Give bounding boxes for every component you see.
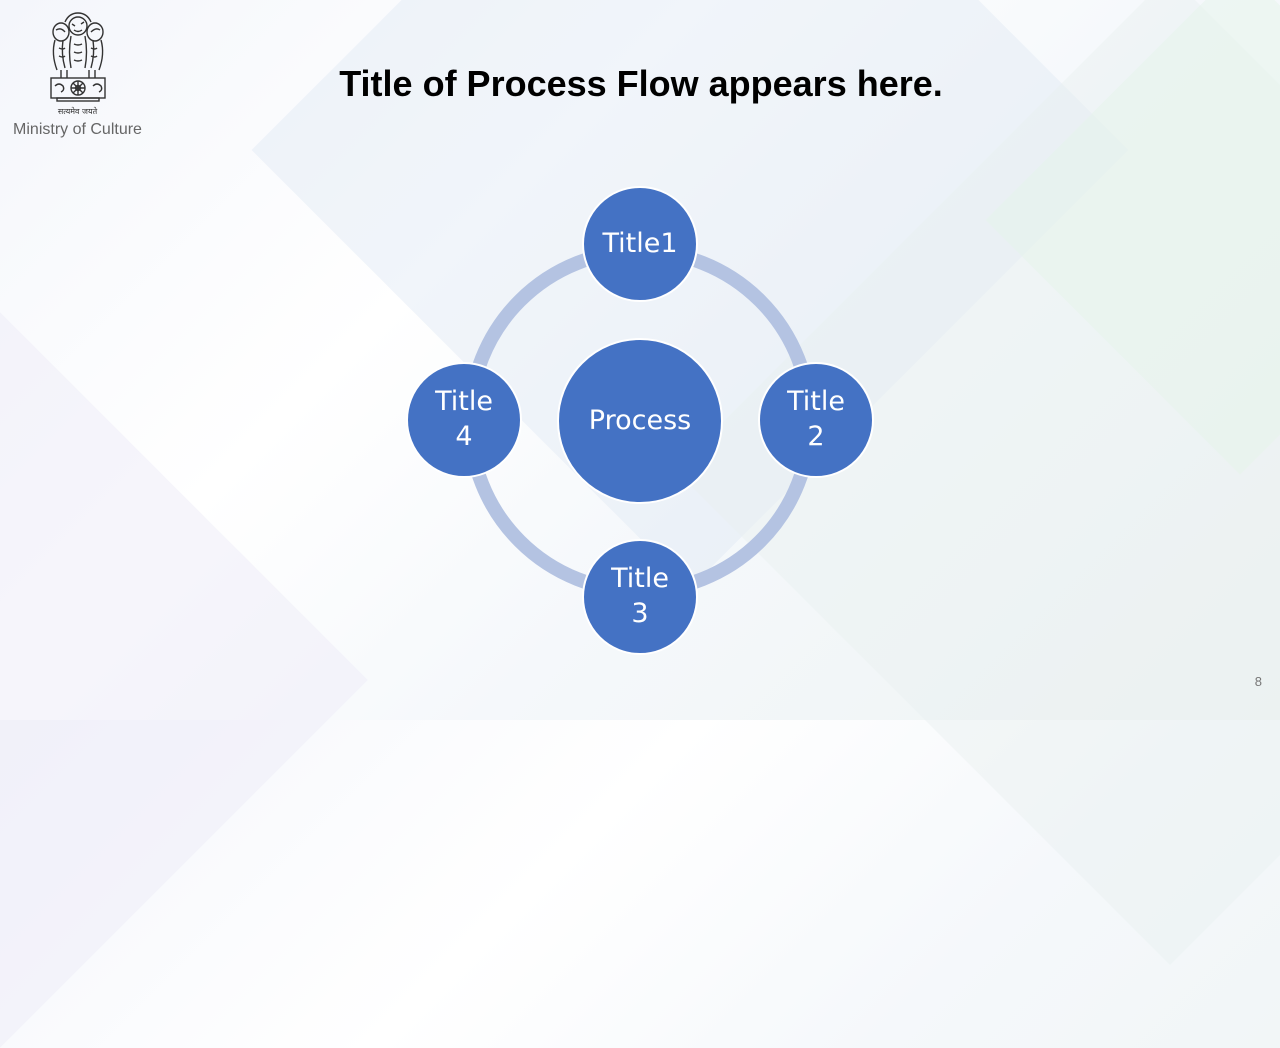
- center-process-node: Process: [557, 338, 723, 504]
- national-emblem-icon: [49, 12, 106, 102]
- cycle-node-title-2: Title 2: [758, 362, 874, 478]
- center-process-label: Process: [588, 404, 692, 436]
- emblem-motto: सत्यमेव जयते: [57, 107, 98, 116]
- cycle-node-label: Title 2: [787, 386, 845, 452]
- cycle-node-title-1: Title1: [582, 186, 698, 302]
- cycle-node-title-3: Title 3: [582, 539, 698, 655]
- cycle-node-label: Title 4: [435, 386, 493, 452]
- page-number: 8: [1254, 674, 1262, 689]
- ministry-name: Ministry of Culture: [13, 121, 142, 138]
- process-flow-diagram: Process Title1 Title 2 Title 3 Title 4: [406, 186, 874, 655]
- ministry-logo: सत्यमेव जयते Ministry of Culture: [0, 8, 155, 139]
- cycle-node-label: Title 3: [611, 563, 669, 629]
- slide-title: Title of Process Flow appears here.: [339, 63, 943, 104]
- cycle-node-title-4: Title 4: [406, 362, 522, 478]
- cycle-node-label: Title1: [602, 227, 678, 259]
